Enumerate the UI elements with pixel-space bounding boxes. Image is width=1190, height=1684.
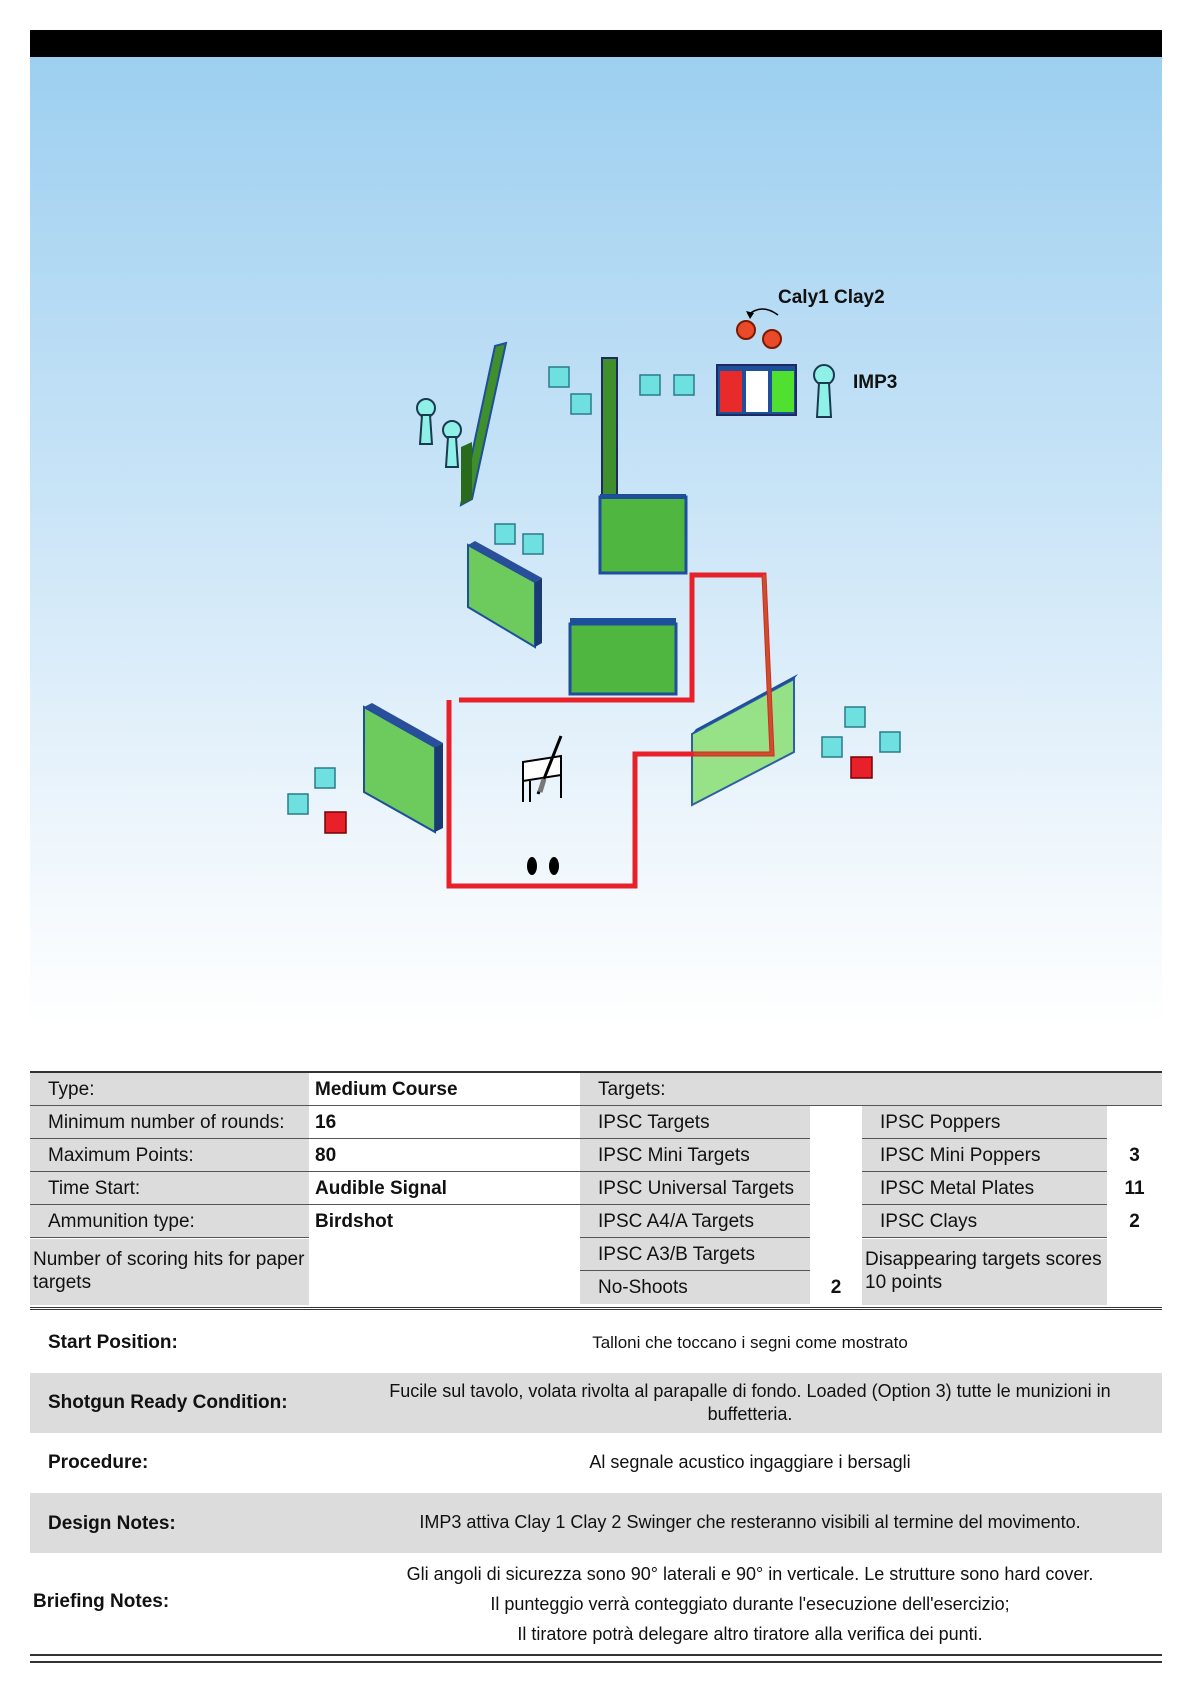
info-value: Medium Course	[309, 1073, 580, 1106]
paper-target	[821, 736, 843, 758]
info-label: Time Start:	[30, 1172, 309, 1205]
procedure-value: Al segnale acustico ingaggiare i bersagl…	[589, 1452, 911, 1472]
mini-poppers	[416, 364, 835, 468]
paper-target	[639, 374, 661, 396]
ready-condition-value: Fucile sul tavolo, volata rivolta al par…	[389, 1381, 1111, 1424]
target-type-label: IPSC Targets	[580, 1106, 810, 1139]
mini-popper	[813, 364, 835, 418]
info-label: Ammunition type:	[30, 1205, 309, 1238]
target-type-count: 2	[1129, 1211, 1140, 1232]
paper-target	[314, 767, 336, 789]
info-value: Audible Signal	[309, 1172, 580, 1205]
shotgun-table-icon	[522, 735, 563, 802]
briefing-notes-label: Briefing Notes:	[33, 1591, 170, 1612]
procedure-label: Procedure:	[48, 1452, 149, 1473]
barrier-box-upper-top	[600, 494, 686, 499]
header-bar	[30, 30, 1162, 57]
heel-mark-left	[527, 857, 537, 875]
paper-target	[494, 523, 516, 545]
start-position-row: Start Position: Talloni che toccano i se…	[30, 1313, 1162, 1373]
barrier-slanted-side	[461, 442, 472, 505]
design-notes-row: Design Notes: IMP3 attiva Clay 1 Clay 2 …	[30, 1493, 1162, 1553]
barrier-mid-left-top	[468, 541, 542, 582]
clay-1	[736, 320, 756, 340]
target-type-count	[810, 1106, 862, 1139]
target-type-count	[810, 1205, 862, 1238]
paper-target	[570, 393, 592, 415]
target-type-label: IPSC A4/A Targets	[580, 1205, 810, 1238]
barrier-left-top	[364, 703, 443, 747]
info-value: 80	[309, 1139, 580, 1172]
paper-target	[548, 366, 570, 388]
barrier-right	[691, 677, 795, 807]
ready-condition-row: Shotgun Ready Condition: Fucile sul tavo…	[30, 1373, 1162, 1433]
target-type-count: 11	[1124, 1178, 1145, 1199]
target-type-count	[810, 1238, 862, 1271]
briefing-notes-value: Gli angoli di sicurezza sono 90° lateral…	[350, 1559, 1150, 1649]
clay-2	[762, 329, 782, 349]
metal-plate-rack	[716, 364, 797, 416]
info-label: Minimum number of rounds:	[30, 1106, 309, 1139]
ready-condition-label: Shotgun Ready Condition:	[48, 1392, 288, 1413]
stage-diagram: Caly1 Clay2 IMP3	[30, 57, 1162, 1030]
target-type-label: IPSC Universal Targets	[580, 1172, 810, 1205]
imp-label: IMP3	[853, 372, 897, 393]
briefing-line: Il punteggio verrà conteggiato durante l…	[490, 1594, 1010, 1614]
stage-notes: Start Position: Talloni che toccano i se…	[30, 1313, 1162, 1653]
start-position-value: Talloni che toccano i segni come mostrat…	[592, 1333, 908, 1352]
start-position-label: Start Position:	[48, 1332, 178, 1353]
paper-target	[287, 793, 309, 815]
procedure-row: Procedure: Al segnale acustico ingaggiar…	[30, 1433, 1162, 1493]
target-type-label: Disappearing targets scores 10 points	[862, 1239, 1107, 1305]
heel-mark-right	[549, 857, 559, 875]
barrier-left-side	[435, 743, 443, 832]
mini-popper	[416, 398, 436, 445]
targets-header: Targets:	[580, 1073, 1162, 1106]
target-type-count	[1107, 1239, 1162, 1272]
barrier-center	[568, 622, 678, 696]
target-type-label: IPSC Poppers	[862, 1106, 1107, 1139]
no-shoot-target	[324, 811, 347, 834]
target-type-count: 3	[1129, 1145, 1140, 1166]
swinger-arrow-icon	[746, 311, 754, 319]
paper-target	[879, 731, 901, 753]
fault-line-behind-barrier	[694, 574, 774, 756]
barrier-vertical	[601, 357, 618, 499]
paper-target	[673, 374, 695, 396]
paper-target	[522, 533, 544, 555]
briefing-line: Gli angoli di sicurezza sono 90° lateral…	[406, 1564, 1094, 1584]
mini-popper	[442, 420, 462, 468]
info-value: 16	[309, 1106, 580, 1139]
design-notes-label: Design Notes:	[48, 1513, 176, 1534]
briefing-line: Il tiratore potrà delegare altro tirator…	[517, 1624, 983, 1644]
target-type-label: IPSC Mini Poppers	[862, 1139, 1107, 1172]
target-type-count: 2	[830, 1277, 842, 1298]
target-type-label: IPSC Clays	[862, 1205, 1107, 1238]
paper-targets	[287, 366, 901, 815]
target-type-count	[810, 1172, 862, 1205]
briefing-notes-row: Briefing Notes: Gli angoli di sicurezza …	[30, 1553, 1162, 1649]
stage-diagram-svg: Caly1 Clay2 IMP3	[287, 287, 901, 889]
target-type-label: IPSC Metal Plates	[862, 1172, 1107, 1205]
target-type-label: IPSC A3/B Targets	[580, 1238, 810, 1271]
info-label: Maximum Points:	[30, 1139, 309, 1172]
target-type-count	[810, 1139, 862, 1172]
design-notes-value: IMP3 attiva Clay 1 Clay 2 Swinger che re…	[419, 1512, 1081, 1532]
target-type-label: No-Shoots	[580, 1271, 810, 1304]
info-value: Birdshot	[315, 1211, 394, 1232]
bottom-rule	[30, 1654, 1162, 1663]
no-shoot-target	[850, 756, 873, 779]
info-label: Number of scoring hits for paper targets	[30, 1239, 309, 1305]
barrier-mid-left-side	[535, 578, 542, 647]
paper-target	[844, 706, 866, 728]
clays-label: Caly1 Clay2	[778, 287, 885, 308]
target-type-count	[1107, 1106, 1162, 1139]
barrier-box-upper	[598, 495, 688, 575]
barrier-center-top	[570, 618, 676, 625]
target-type-label: IPSC Mini Targets	[580, 1139, 810, 1172]
stage-info-table: Type: Medium Course Minimum number of ro…	[30, 1071, 1162, 1310]
info-label: Type:	[30, 1073, 309, 1106]
